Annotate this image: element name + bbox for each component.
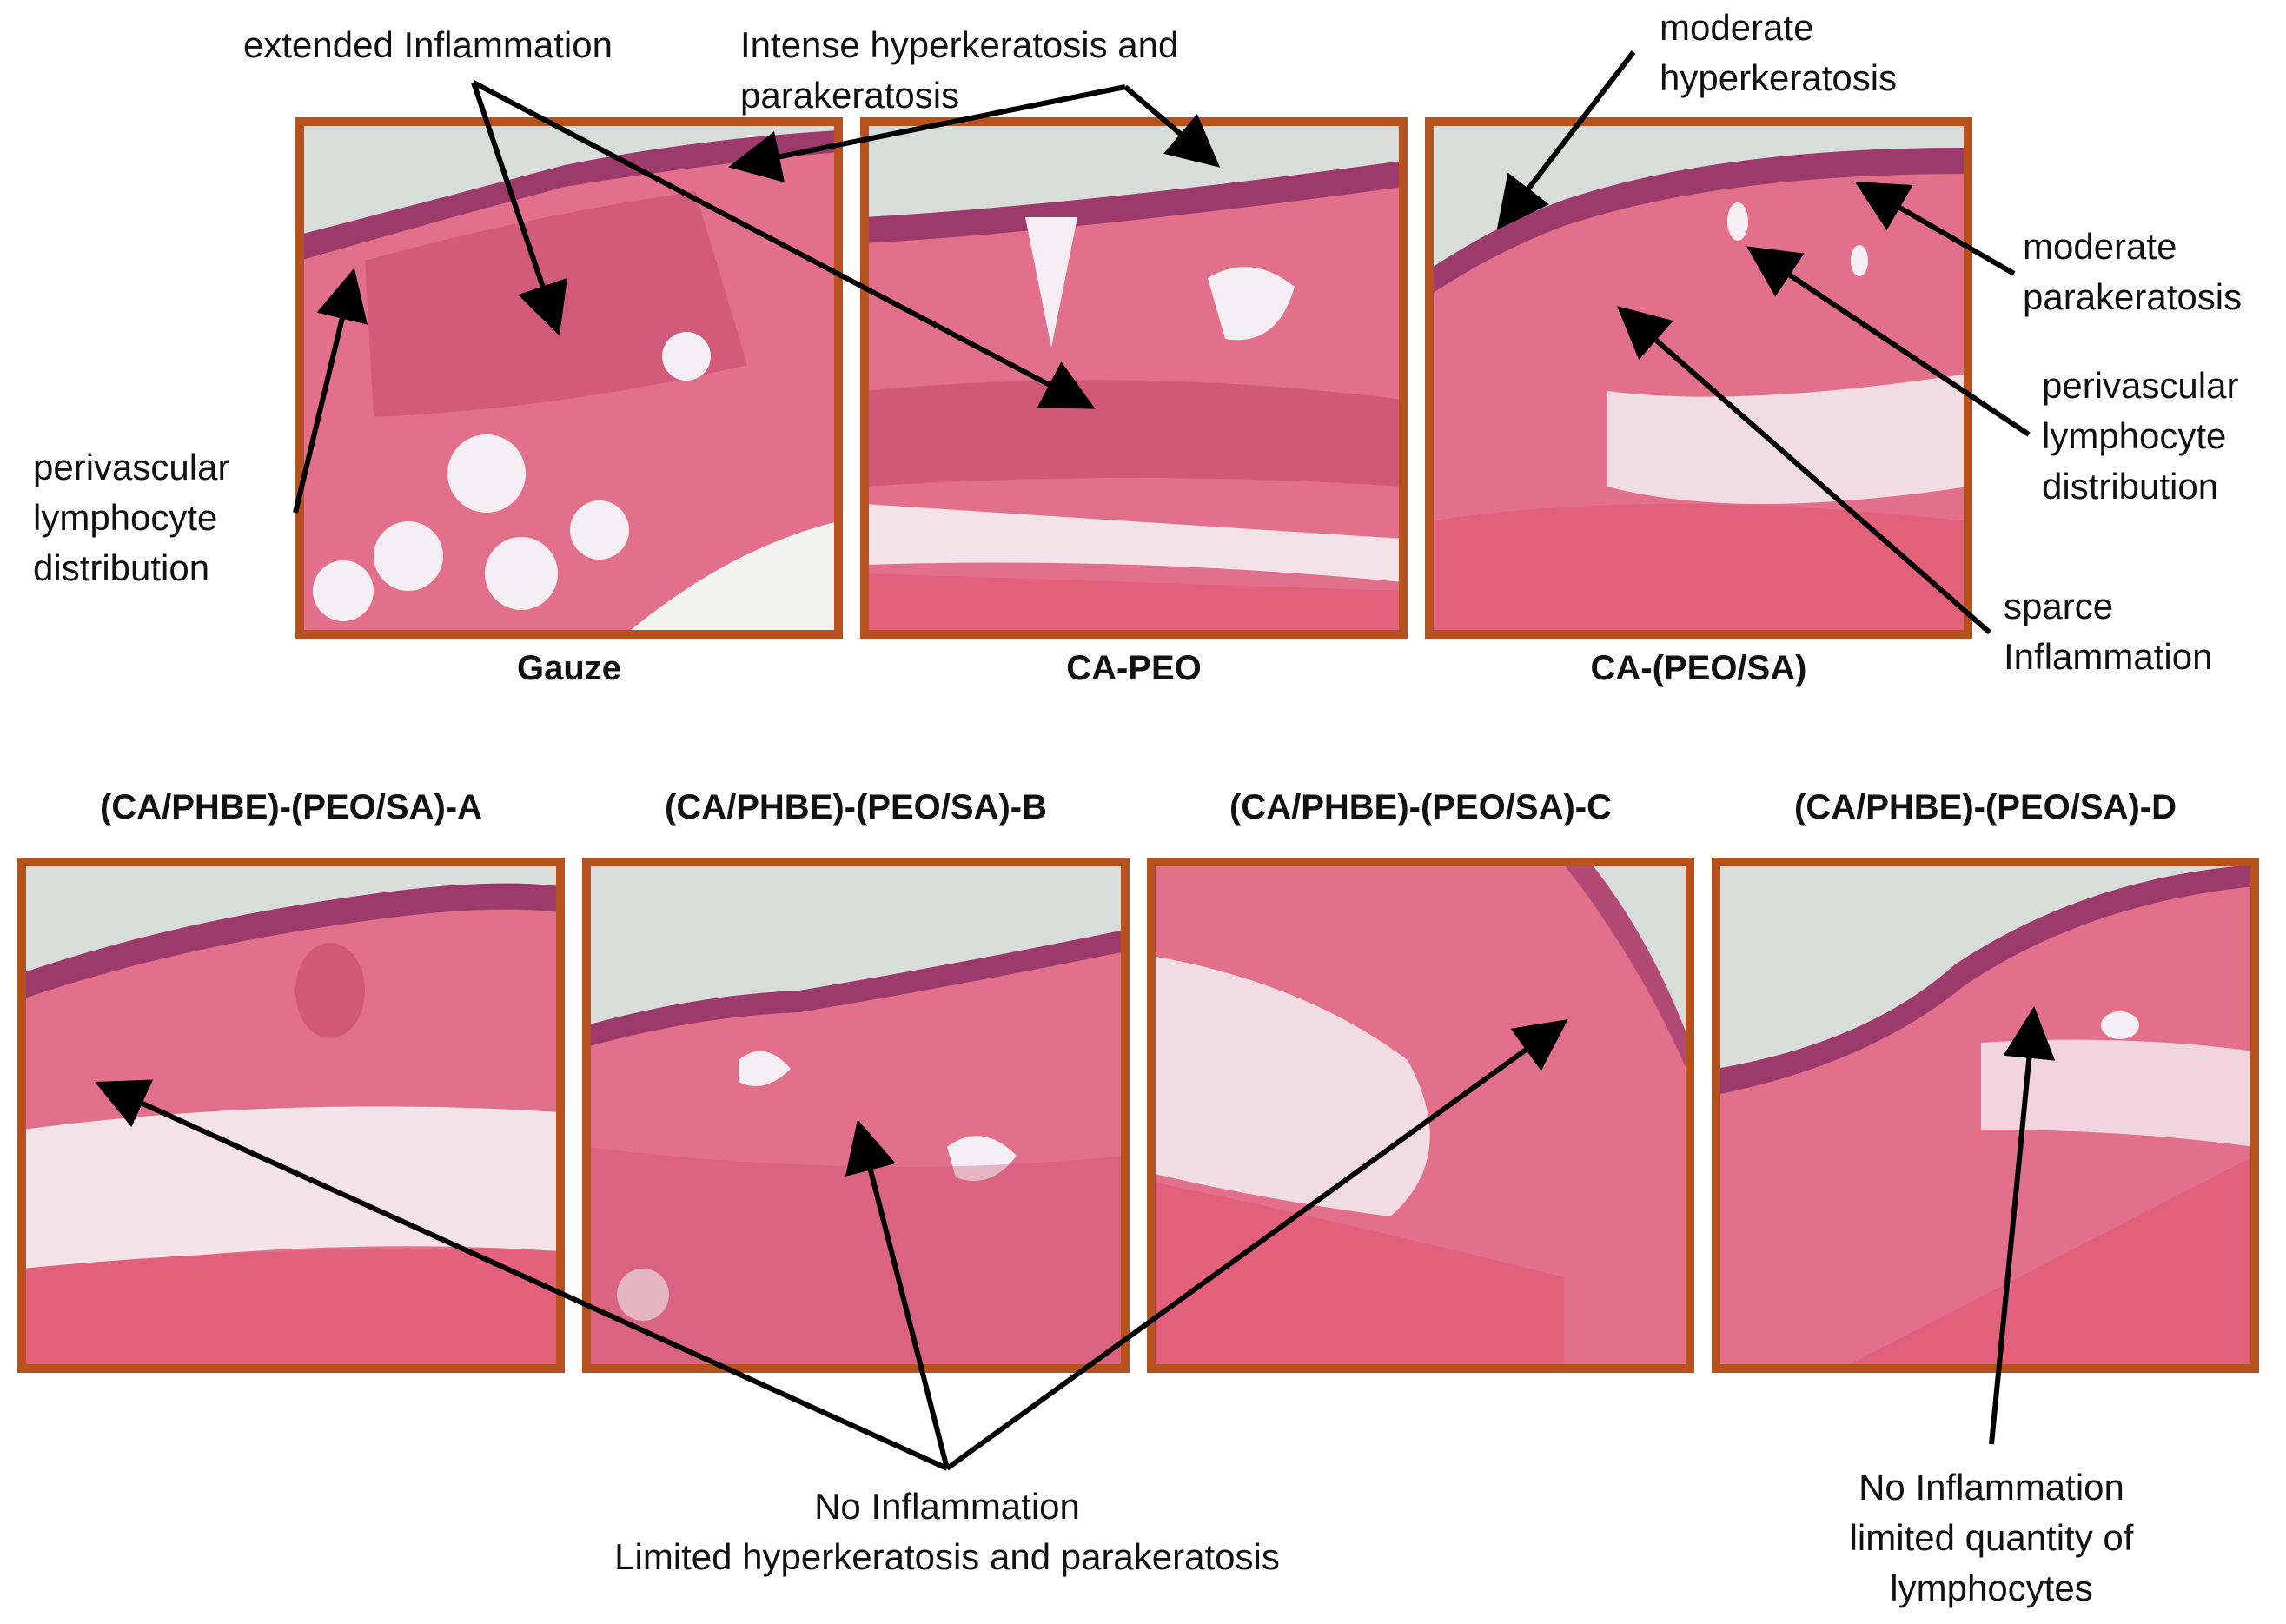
label-limited-hyper-center: Limited hyperkeratosis and parakeratosis <box>614 1536 1280 1577</box>
panel-d <box>1716 862 2255 1369</box>
arrow-no-inflam-b <box>845 1119 950 1469</box>
arrow-no-inflam-d <box>1989 1006 2056 1445</box>
label-intense-parakeratosis: parakeratosis <box>740 75 959 116</box>
arrow-perivascular-right <box>1746 246 2031 437</box>
label-moderate-hyper-1: moderate <box>1660 7 1813 48</box>
label-perivascular-right-1: perivascular <box>2042 365 2238 406</box>
title-ca-peo-sa: CA-(PEO/SA) <box>1591 649 1807 687</box>
annotation-arrows <box>95 50 2056 1471</box>
title-d: (CA/PHBE)-(PEO/SA)-D <box>1794 788 2177 826</box>
panel-frames <box>17 117 2259 1373</box>
panel-c <box>1151 862 1690 1369</box>
arrow-moderate-para <box>1854 181 2016 276</box>
label-moderate-hyper-2: hyperkeratosis <box>1660 57 1897 98</box>
label-no-inflammation-center: No Inflammation <box>814 1486 1080 1527</box>
label-perivascular-left-3: distribution <box>33 547 209 588</box>
arrow-no-inflam-c <box>945 1018 1568 1471</box>
arrow-extended-gauze <box>471 82 567 336</box>
panel-gauze <box>300 122 838 634</box>
title-ca-peo: CA-PEO <box>1066 649 1202 687</box>
panel-ca-peo <box>865 122 1403 634</box>
label-lymphocytes: lymphocytes <box>1890 1568 2092 1608</box>
arrow-extended-capeo <box>472 80 1096 409</box>
title-c: (CA/PHBE)-(PEO/SA)-C <box>1229 788 1612 826</box>
label-perivascular-right-3: distribution <box>2042 466 2218 507</box>
panel-b <box>586 862 1125 1369</box>
label-moderate-para-2: parakeratosis <box>2023 276 2242 317</box>
arrow-sparce <box>1616 306 1991 635</box>
arrow-perivascular-left <box>293 268 368 514</box>
label-no-inflammation-right: No Inflammation <box>1859 1467 2124 1508</box>
label-perivascular-left-1: perivascular <box>33 447 229 487</box>
label-limited-quantity: limited quantity of <box>1850 1517 2134 1558</box>
arrow-intense-gauze <box>728 84 1126 182</box>
label-perivascular-left-2: lymphocyte <box>33 497 217 538</box>
label-sparce-1: sparce <box>2004 586 2113 626</box>
label-sparce-2: Inflammation <box>2004 636 2212 677</box>
label-intense-hyperkeratosis: Intense hyperkeratosis and <box>740 24 1178 65</box>
label-moderate-para-1: moderate <box>2023 226 2177 267</box>
arrow-intense-capeo <box>1123 84 1221 168</box>
arrow-no-inflam-a <box>95 1079 949 1471</box>
title-gauze: Gauze <box>517 649 621 687</box>
panel-a <box>22 862 560 1369</box>
title-a: (CA/PHBE)-(PEO/SA)-A <box>100 788 482 826</box>
title-b: (CA/PHBE)-(PEO/SA)-B <box>665 788 1047 826</box>
label-perivascular-right-2: lymphocyte <box>2042 415 2226 456</box>
arrow-moderate-hyper <box>1496 50 1636 230</box>
label-extended-inflammation: extended Inflammation <box>243 24 613 65</box>
